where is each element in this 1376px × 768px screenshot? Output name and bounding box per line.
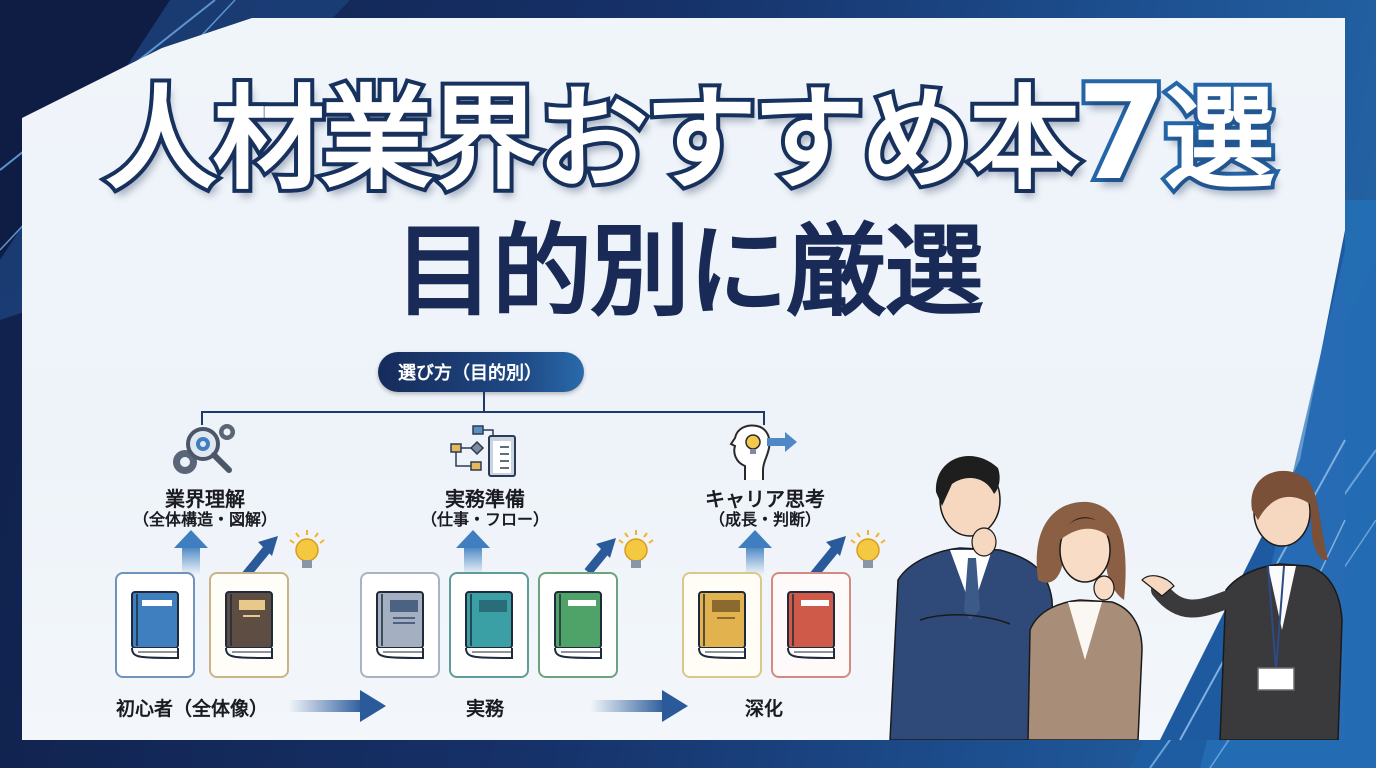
category-detail: （成長・判断） <box>708 510 821 529</box>
category-name: 業界理解 <box>165 487 245 511</box>
title-suffix: 選 <box>1159 75 1279 205</box>
title-text: 人材業界おすすめ本 <box>101 75 1085 205</box>
tree-connector-right <box>763 411 765 425</box>
head-lightbulb-icon <box>729 424 797 480</box>
main-title: 人材業界おすすめ本7選 <box>0 64 1376 202</box>
book-card[interactable] <box>115 572 195 678</box>
right-arrow-icon <box>590 690 688 722</box>
tree-connector-left <box>201 411 203 425</box>
book-icon <box>787 591 835 660</box>
lightbulb-icon <box>850 530 886 568</box>
category-career-thinking: キャリア思考 （成長・判断） <box>660 422 870 531</box>
book-card[interactable] <box>449 572 529 678</box>
book-icon <box>376 591 424 660</box>
thinking-woman-figure <box>1027 501 1143 740</box>
book-icon <box>698 591 746 660</box>
subtitle: 目的別に厳選 <box>394 213 984 330</box>
book-card[interactable] <box>682 572 762 678</box>
stage-deepening: 深化 <box>745 698 784 720</box>
category-industry-understanding: 業界理解 （全体構造・図解） <box>100 418 310 531</box>
title-number: 7 <box>1073 57 1172 209</box>
stage-practice: 実務 <box>466 698 505 720</box>
category-practical-preparation: 実務準備 （仕事・フロー） <box>380 422 590 531</box>
book-icon <box>131 591 179 660</box>
selection-header-pill: 選び方（目的別） <box>378 352 584 392</box>
lightbulb-icon <box>289 530 325 568</box>
thinking-man-figure <box>889 455 1059 740</box>
lightbulb-icon <box>618 530 654 568</box>
tree-connector-vertical-main <box>483 392 485 412</box>
tree-connector-horizontal <box>201 411 765 413</box>
category-name: 実務準備 <box>445 487 525 511</box>
stage-beginner: 初心者（全体像） <box>116 698 269 720</box>
book-icon <box>225 591 273 660</box>
magnifier-gears-icon <box>173 424 235 474</box>
business-people-illustration <box>889 455 1343 740</box>
flowchart-clipboard-icon <box>450 425 516 477</box>
book-card[interactable] <box>771 572 851 678</box>
category-name: キャリア思考 <box>705 487 825 511</box>
book-card[interactable] <box>538 572 618 678</box>
book-icon <box>554 591 602 660</box>
book-card[interactable] <box>209 572 289 678</box>
book-card[interactable] <box>360 572 440 678</box>
book-icon <box>465 591 513 660</box>
presenting-woman-figure <box>1141 470 1343 740</box>
category-detail: （全体構造・図解） <box>132 510 277 529</box>
category-detail: （仕事・フロー） <box>420 510 549 529</box>
selection-header-label: 選び方（目的別） <box>398 363 542 384</box>
right-arrow-icon <box>288 690 386 722</box>
